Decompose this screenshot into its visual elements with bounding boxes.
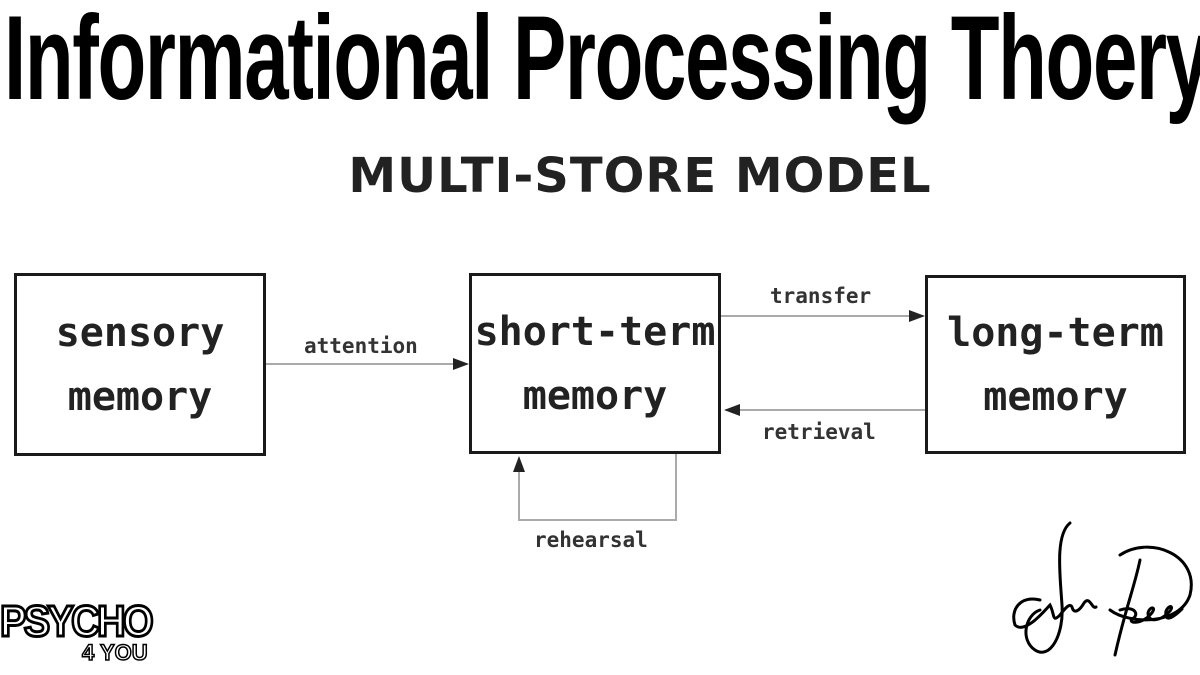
logo-sub-text: 4 YOU bbox=[81, 639, 148, 666]
retrieval-label: retrieval bbox=[762, 420, 876, 444]
node-label: memory bbox=[67, 373, 213, 420]
psycho-4-you-logo: PSYCHO 4 YOU bbox=[0, 597, 168, 666]
node-label: long-term bbox=[947, 309, 1164, 356]
node-label: sensory bbox=[55, 309, 225, 356]
diagram-title: MULTI-STORE MODEL bbox=[348, 148, 932, 204]
rehearsal-label: rehearsal bbox=[534, 528, 648, 552]
node-label: short-term bbox=[474, 308, 716, 355]
node-label: memory bbox=[522, 372, 668, 419]
rehearsal-arrow bbox=[513, 453, 677, 521]
signature bbox=[1012, 521, 1193, 657]
sensory-memory-box: sensory memory bbox=[14, 273, 266, 456]
short-term-memory-box: short-term memory bbox=[469, 273, 721, 454]
attention-label: attention bbox=[304, 334, 418, 358]
page-title: Informational Processing Thoery bbox=[4, 0, 1200, 125]
node-label: memory bbox=[983, 373, 1128, 420]
long-term-memory-box: long-term memory bbox=[925, 275, 1186, 454]
logo-main-text: PSYCHO bbox=[0, 597, 155, 646]
transfer-label: transfer bbox=[770, 284, 872, 308]
